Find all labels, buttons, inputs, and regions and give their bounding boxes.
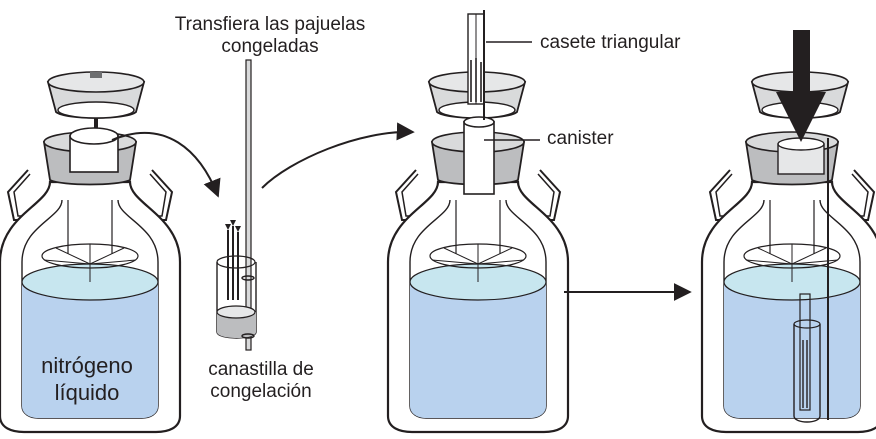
dewar-1-lid: [47, 71, 145, 119]
basket-label-line1: canastilla de: [208, 359, 314, 380]
liquid-nitrogen-label-line2: líquido: [54, 380, 120, 405]
cassette-label: casete triangular: [540, 32, 681, 53]
dewar-3-canister-top: [777, 137, 825, 175]
dewar-1-canister-top: [69, 127, 119, 173]
liquid-nitrogen-label-line1: nitrógeno: [41, 353, 133, 378]
thick-down-arrow: [776, 30, 826, 142]
curved-arrow-to-canister: [261, 122, 415, 189]
liquid-nitrogen-label: nitrógeno líquido: [20, 352, 154, 406]
dewar-3-canister-submerged: [793, 293, 821, 423]
transfer-label: Transfiera las pajuelas congeladas: [150, 14, 390, 58]
canister-label: canister: [547, 128, 614, 149]
canister: [463, 116, 495, 195]
curved-arrow-to-basket: [111, 131, 221, 198]
transfer-label-line2: congeladas: [221, 36, 319, 57]
basket-label-line2: congelación: [210, 381, 312, 402]
dewar-3: [700, 130, 876, 434]
freezing-basket: [216, 59, 257, 351]
basket-label: canastilla de congelación: [186, 359, 336, 403]
transfer-label-line1: Transfiera las pajuelas: [174, 14, 366, 35]
triangular-cassette: [467, 10, 485, 120]
